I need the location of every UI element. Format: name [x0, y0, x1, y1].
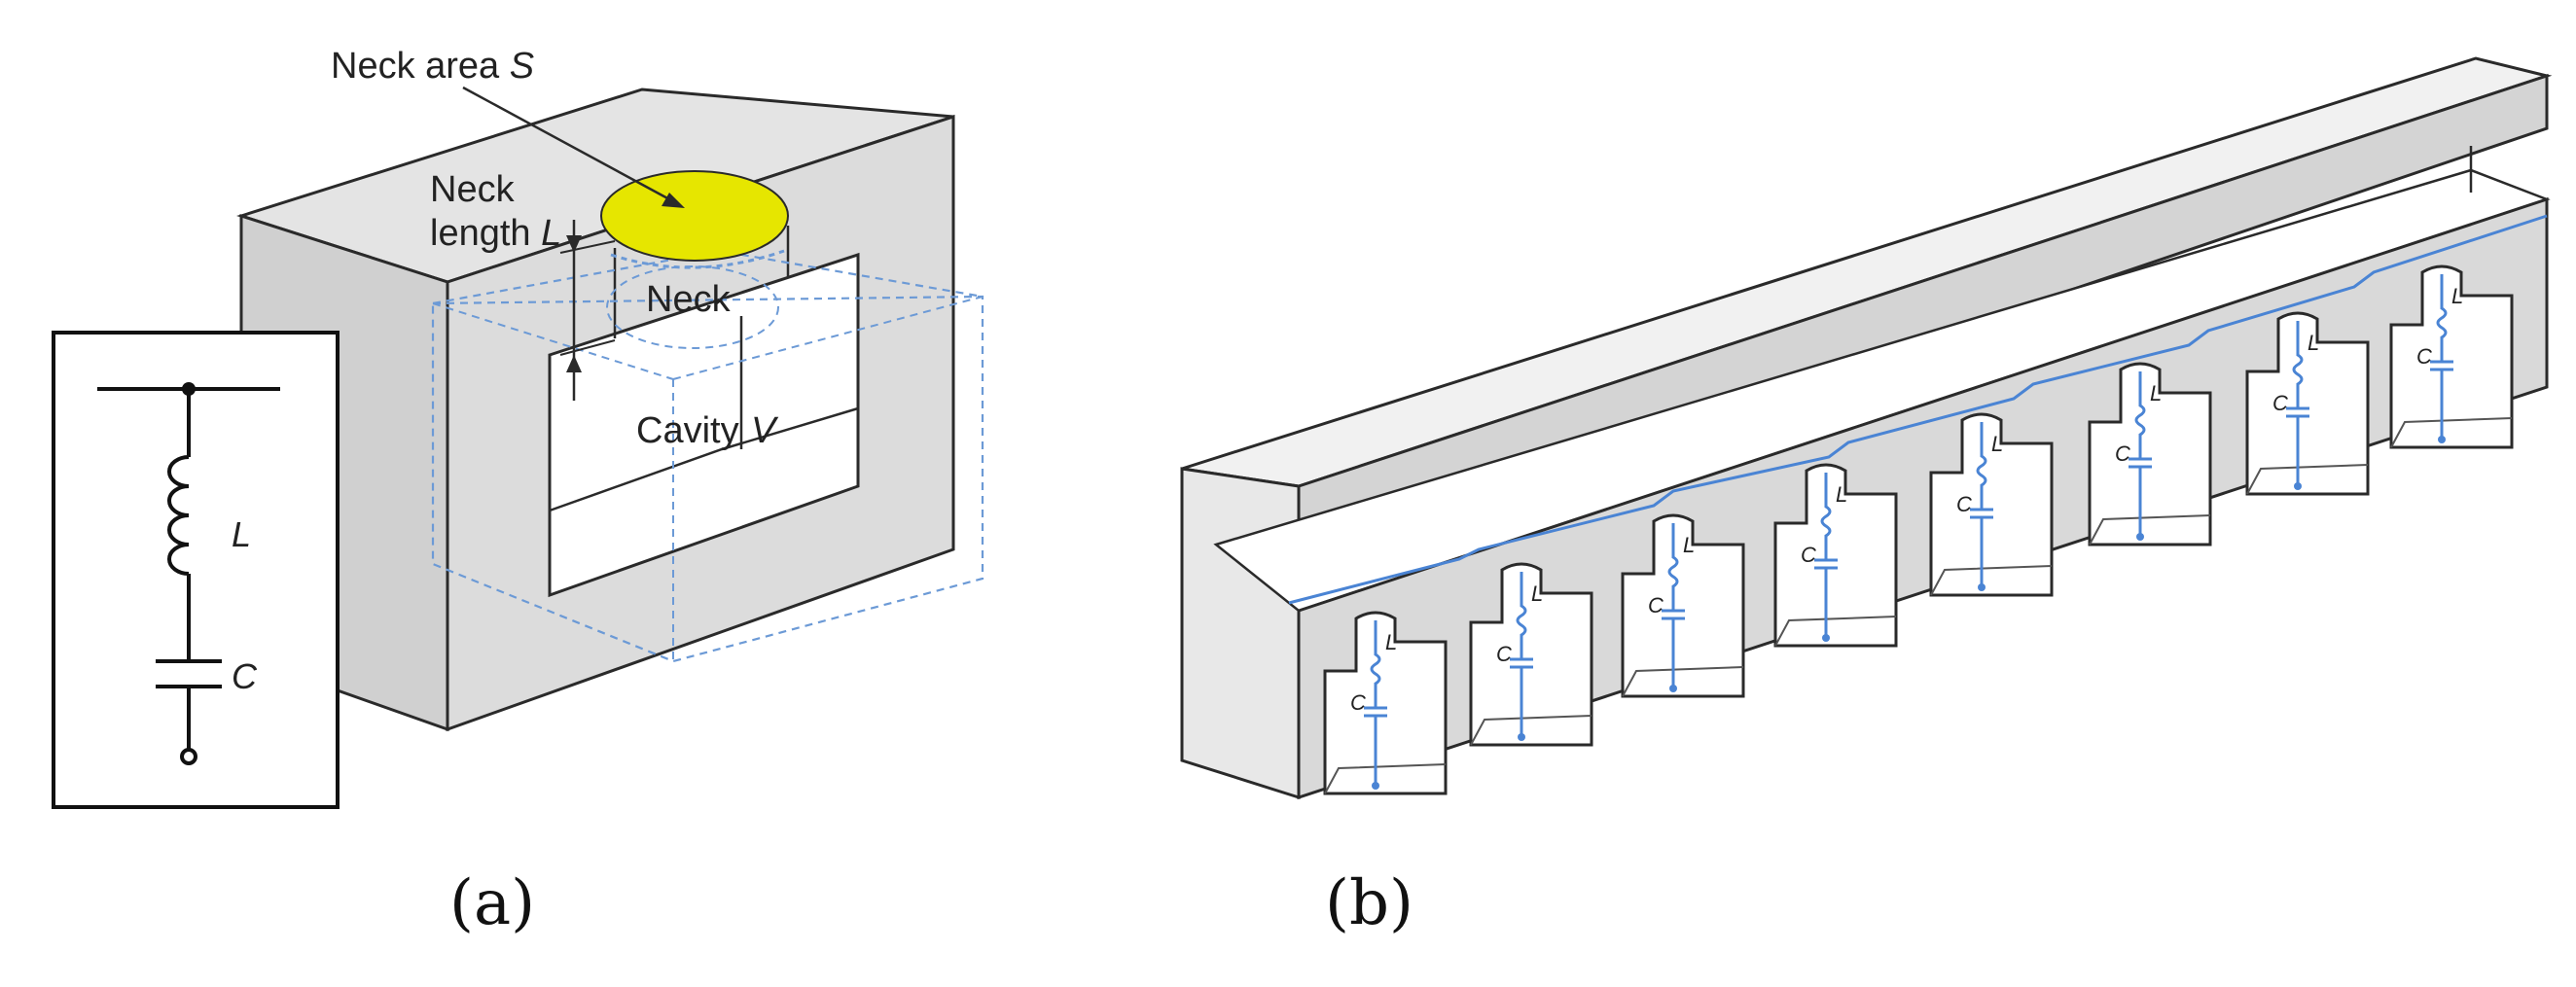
cell-capacitor-label: C	[2416, 344, 2432, 369]
neck-area-label: Neck area S	[331, 46, 534, 87]
dimension-tick-top	[559, 240, 616, 254]
panel-b-caption: (b)	[1325, 867, 1413, 939]
cavity-inner-edge	[549, 406, 859, 512]
panel-a: Neck area S Neck length L Neck Cavity V …	[52, 46, 984, 939]
neck-area-arrow	[462, 86, 672, 202]
cell-inductor-label: L	[1991, 432, 2003, 456]
capacitor-label: C	[232, 656, 258, 696]
neck-area-arrowhead	[662, 193, 685, 208]
transmission-line	[1288, 214, 2548, 605]
cell-inductor-label: L	[2308, 331, 2319, 355]
cell-inductor-label: L	[1385, 630, 1397, 654]
beam-front-face	[1297, 196, 2549, 800]
inductor-coil	[167, 455, 190, 576]
cell-capacitor-label: C	[2272, 391, 2288, 415]
circuit-terminal	[180, 748, 197, 765]
cell-inductor-label: L	[1531, 582, 1543, 606]
neck-label: Neck	[646, 279, 732, 320]
cell-inductor-label: L	[2150, 381, 2162, 405]
cell-capacitor-label: C	[2115, 441, 2130, 466]
neck-area-highlight	[600, 170, 789, 262]
panel-a-caption: (a)	[449, 867, 535, 939]
cell-capacitor-label: C	[1648, 593, 1664, 617]
neck-length-label-line2: length L	[430, 213, 561, 254]
dimension-arrow-top	[566, 235, 582, 253]
cell-capacitor-label: C	[1350, 690, 1366, 715]
cell-capacitor-label: C	[1801, 543, 1816, 567]
inductor-label: L	[232, 514, 251, 554]
neck-length-label-line1: Neck	[430, 169, 516, 210]
neck-bottom-dashed	[610, 249, 785, 269]
circuit-inset-box	[52, 331, 340, 809]
cavity-label: Cavity	[636, 410, 739, 451]
cell-inductor-label: L	[1683, 533, 1695, 557]
cell-inductor-label: L	[1836, 482, 1847, 507]
dashed-mid-line	[432, 302, 674, 380]
neck-ellipse-dashed	[606, 265, 779, 349]
cell-inductor-label: L	[2451, 284, 2463, 308]
beam-left-end	[1180, 467, 1301, 800]
dimension-arrow-bottom	[566, 355, 582, 372]
cavity-symbol-label: V	[751, 410, 779, 451]
cell-capacitor-label: C	[1956, 492, 1972, 516]
panel-b: L C L C L C L C L C L C L C L C (b)	[1180, 56, 2553, 939]
cell-capacitor-label: C	[1496, 642, 1512, 666]
cavity-opening	[548, 252, 860, 598]
dimension-tick-bottom	[559, 339, 616, 356]
